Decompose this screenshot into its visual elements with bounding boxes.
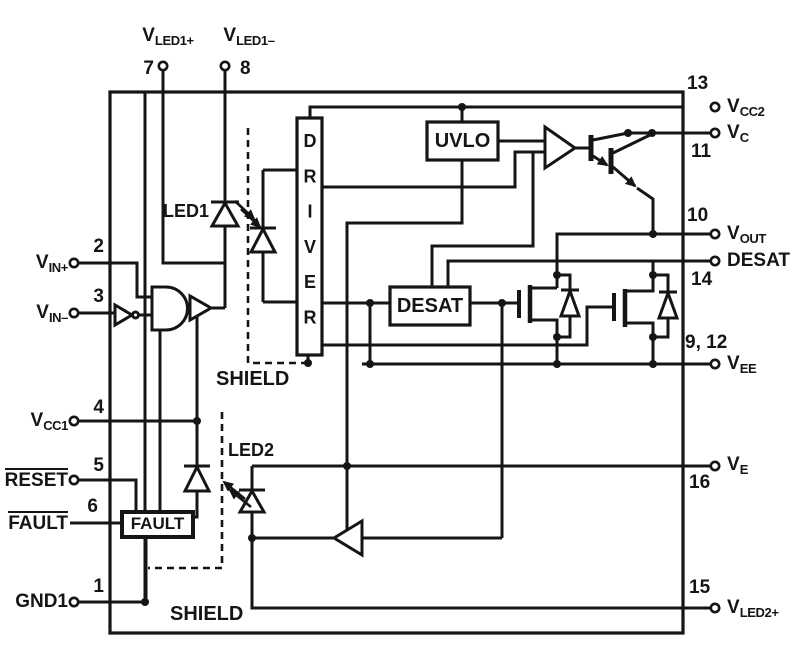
pin-terminals (68, 60, 721, 614)
mosfet2-body-diode (656, 288, 680, 320)
pin-label-fault: FAULT (8, 511, 68, 534)
fault-block-box (120, 510, 195, 539)
desat-block-box (388, 285, 472, 327)
pin-13-terminal (709, 101, 721, 113)
led1-light-arrow (234, 200, 256, 221)
pin-label-gnd1: GND1 (15, 591, 68, 612)
pin-10-terminal (709, 228, 721, 240)
desat-block-label: DESAT (396, 294, 464, 317)
shield-top-barrier (246, 128, 305, 365)
input-logic (113, 285, 215, 332)
fault-feedback-amp (331, 518, 364, 558)
pin-number-14: 14 (691, 269, 713, 290)
pin-3-terminal (68, 307, 80, 319)
pin-label-vled1-minus: VLED1– (223, 25, 275, 48)
pin-number-3: 3 (93, 286, 104, 307)
uvlo-block-box (425, 120, 500, 162)
inverter-bubble (131, 310, 140, 320)
inverter-gate (113, 302, 135, 328)
pin-7-terminal (157, 60, 169, 72)
pin-4-terminal (68, 415, 80, 427)
photodiode1 (248, 225, 278, 254)
fault-block-label: FAULT (130, 514, 185, 533)
pin-9-12-terminal (709, 358, 721, 370)
gate-drive-amp (543, 124, 578, 171)
pin-label-vin-plus: VIN+ (35, 252, 69, 275)
led1-diode (209, 199, 241, 228)
pin-11-terminal (709, 127, 721, 139)
pin-label-vcc2: VCC2 (727, 96, 765, 119)
pin-number-7: 7 (143, 58, 154, 79)
pin-number-1: 1 (93, 576, 104, 597)
led2-light-arrow (228, 488, 252, 509)
pin-label-ve: VE (727, 454, 748, 477)
function-blocks (120, 116, 500, 539)
photodiode2 (182, 463, 212, 493)
junction-dots (141, 103, 657, 606)
shield-top-label: SHIELD (216, 368, 290, 390)
pin-number-2: 2 (93, 236, 104, 257)
pin-number-5: 5 (93, 455, 104, 476)
led1-label: LED1 (162, 201, 209, 221)
shield-bottom-label: SHIELD (170, 603, 244, 625)
pin-number-9-12: 9, 12 (685, 332, 728, 353)
pin-number-4: 4 (93, 397, 104, 418)
and-gate (150, 285, 189, 332)
pin-label-vled2-plus: VLED2+ (727, 597, 779, 620)
driver-block-box (295, 116, 324, 357)
pin-2-terminal (68, 257, 80, 269)
pin-number-8: 8 (240, 58, 251, 79)
pin-5-terminal (68, 474, 80, 486)
pin-number-10: 10 (687, 205, 709, 226)
pin-number-16: 16 (689, 472, 711, 493)
shield-bottom-barrier (148, 412, 224, 570)
shield-dashed-lines (148, 128, 305, 570)
input-buffer (188, 293, 215, 323)
wires (70, 70, 711, 610)
optical-arrows (222, 200, 262, 509)
led1-light-arrow (240, 208, 262, 229)
uvlo-block-label: UVLO (434, 129, 491, 152)
pin-number-15: 15 (689, 577, 711, 598)
led2-label: LED2 (228, 440, 275, 460)
pin-number-6: 6 (87, 496, 98, 517)
pin-label-vc: VC (727, 122, 749, 145)
pin-8-terminal (219, 60, 231, 72)
pin-label-vee: VEE (727, 353, 757, 376)
pin-1-terminal (68, 596, 80, 608)
pin-14-terminal (709, 255, 721, 267)
pin-label-vin-minus: VIN– (36, 302, 68, 325)
pin-label-vout: VOUT (727, 223, 766, 246)
pin-label-desat: DESAT (727, 250, 790, 271)
pin-label-reset: RESET (4, 468, 68, 491)
pin-number-11: 11 (691, 141, 712, 162)
pin-15-terminal (709, 602, 721, 614)
pin-label-vcc1: VCC1 (30, 410, 69, 433)
pin-number-13: 13 (687, 73, 709, 94)
driver-block-label: DRIVER (300, 130, 320, 343)
pin-16-terminal (709, 460, 721, 472)
mosfet1-body-diode (558, 286, 582, 318)
pin-label-vled1-plus: VLED1+ (142, 25, 194, 48)
output-stage (517, 124, 680, 327)
